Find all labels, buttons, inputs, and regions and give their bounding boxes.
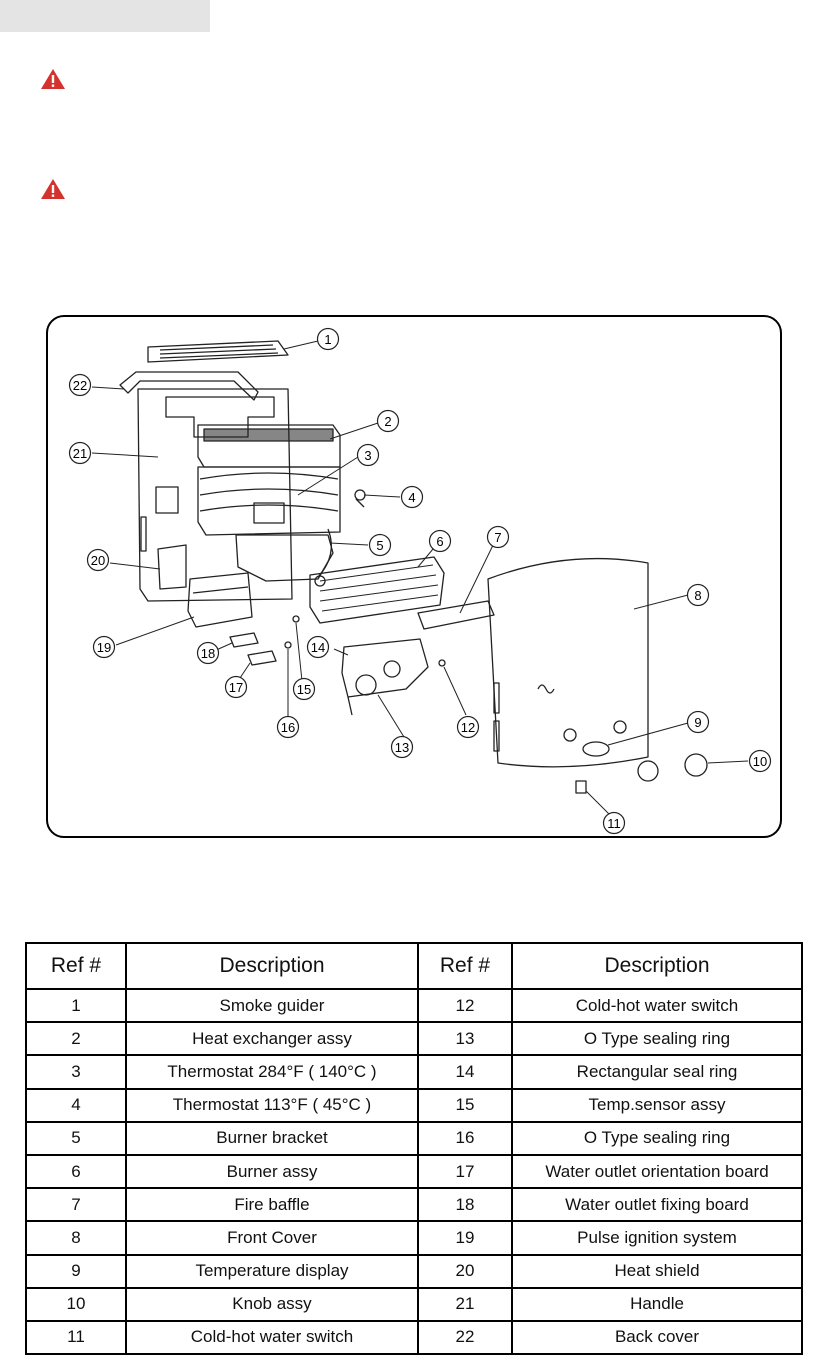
description-cell: Heat exchanger assy [125,1021,419,1057]
description-cell: Water outlet orientation board [511,1153,803,1190]
description-cell: Temp.sensor assy [511,1087,803,1123]
callout-21: 21 [73,446,87,461]
header-ref-left: Ref # [25,942,127,990]
description-cell: Back cover [511,1319,803,1356]
ref-cell: 10 [25,1286,127,1322]
description-cell: Heat shield [511,1253,803,1289]
callout-18: 18 [201,646,215,661]
ref-cell: 13 [417,1021,513,1057]
description-cell: Thermostat 284°F ( 140°C ) [125,1054,419,1090]
callout-11: 11 [607,816,621,831]
description-cell: Thermostat 113°F ( 45°C ) [125,1087,419,1123]
ref-cell: 18 [417,1187,513,1223]
description-cell: Front Cover [125,1220,419,1256]
callout-22: 22 [73,378,87,393]
table-row: 2 Heat exchanger assy 13 O Type sealing … [25,1021,803,1057]
ref-cell: 21 [417,1286,513,1322]
callout-14: 14 [311,640,325,655]
callout-3: 3 [364,448,371,463]
callout-8: 8 [694,588,701,603]
description-cell: Rectangular seal ring [511,1054,803,1090]
callout-13: 13 [395,740,409,755]
header-bar [0,0,210,32]
description-cell: O Type sealing ring [511,1120,803,1156]
ref-cell: 9 [25,1253,127,1289]
header-description-left: Description [125,942,419,990]
ref-cell: 19 [417,1220,513,1256]
ref-cell: 4 [25,1087,127,1123]
callout-7: 7 [494,530,501,545]
parts-illustration: 1 2 3 4 5 6 7 8 9 10 11 12 13 1 [68,327,772,835]
warning-icon [41,179,65,199]
description-cell: Fire baffle [125,1187,419,1223]
callout-9: 9 [694,715,701,730]
description-cell: Temperature display [125,1253,419,1289]
ref-cell: 7 [25,1187,127,1223]
header-ref-right: Ref # [417,942,513,990]
ref-cell: 17 [417,1153,513,1190]
table-row: 7 Fire baffle 18 Water outlet fixing boa… [25,1187,803,1223]
parts-table: Ref # Description Ref # Description 1 Sm… [25,942,803,1356]
description-cell: Burner assy [125,1153,419,1190]
ref-cell: 3 [25,1054,127,1090]
description-cell: Knob assy [125,1286,419,1322]
callout-4: 4 [408,490,415,505]
description-cell: O Type sealing ring [511,1021,803,1057]
callout-labels: 1 2 3 4 5 6 7 8 9 10 11 12 13 1 [68,327,772,835]
callout-1: 1 [324,332,331,347]
description-cell: Burner bracket [125,1120,419,1156]
table-row: 10 Knob assy 21 Handle [25,1286,803,1322]
callout-5: 5 [376,538,383,553]
callout-19: 19 [97,640,111,655]
table-row: 9 Temperature display 20 Heat shield [25,1253,803,1289]
ref-cell: 1 [25,987,127,1024]
table-row: 1 Smoke guider 12 Cold-hot water switch [25,987,803,1024]
ref-cell: 2 [25,1021,127,1057]
callout-17: 17 [229,680,243,695]
ref-cell: 6 [25,1153,127,1190]
ref-cell: 20 [417,1253,513,1289]
table-row: 3 Thermostat 284°F ( 140°C ) 14 Rectangu… [25,1054,803,1090]
exploded-view-diagram: 1 2 3 4 5 6 7 8 9 10 11 12 13 1 [46,315,782,838]
ref-cell: 15 [417,1087,513,1123]
description-cell: Water outlet fixing board [511,1187,803,1223]
table-row: 6 Burner assy 17 Water outlet orientatio… [25,1153,803,1190]
ref-cell: 8 [25,1220,127,1256]
description-cell: Cold-hot water switch [125,1319,419,1356]
description-cell: Smoke guider [125,987,419,1024]
callout-20: 20 [91,553,105,568]
description-cell: Cold-hot water switch [511,987,803,1024]
table-row: 11 Cold-hot water switch 22 Back cover [25,1319,803,1356]
description-cell: Pulse ignition system [511,1220,803,1256]
callout-16: 16 [281,720,295,735]
callout-6: 6 [436,534,443,549]
ref-cell: 11 [25,1319,127,1356]
warning-icon [41,69,65,89]
table-row: 5 Burner bracket 16 O Type sealing ring [25,1120,803,1156]
callout-12: 12 [461,720,475,735]
ref-cell: 14 [417,1054,513,1090]
table-row: 4 Thermostat 113°F ( 45°C ) 15 Temp.sens… [25,1087,803,1123]
ref-cell: 12 [417,987,513,1024]
ref-cell: 16 [417,1120,513,1156]
ref-cell: 5 [25,1120,127,1156]
callout-10: 10 [753,754,767,769]
description-cell: Handle [511,1286,803,1322]
header-description-right: Description [511,942,803,990]
table-header-row: Ref # Description Ref # Description [25,942,803,990]
table-row: 8 Front Cover 19 Pulse ignition system [25,1220,803,1256]
ref-cell: 22 [417,1319,513,1356]
callout-2: 2 [384,414,391,429]
callout-15: 15 [297,682,311,697]
